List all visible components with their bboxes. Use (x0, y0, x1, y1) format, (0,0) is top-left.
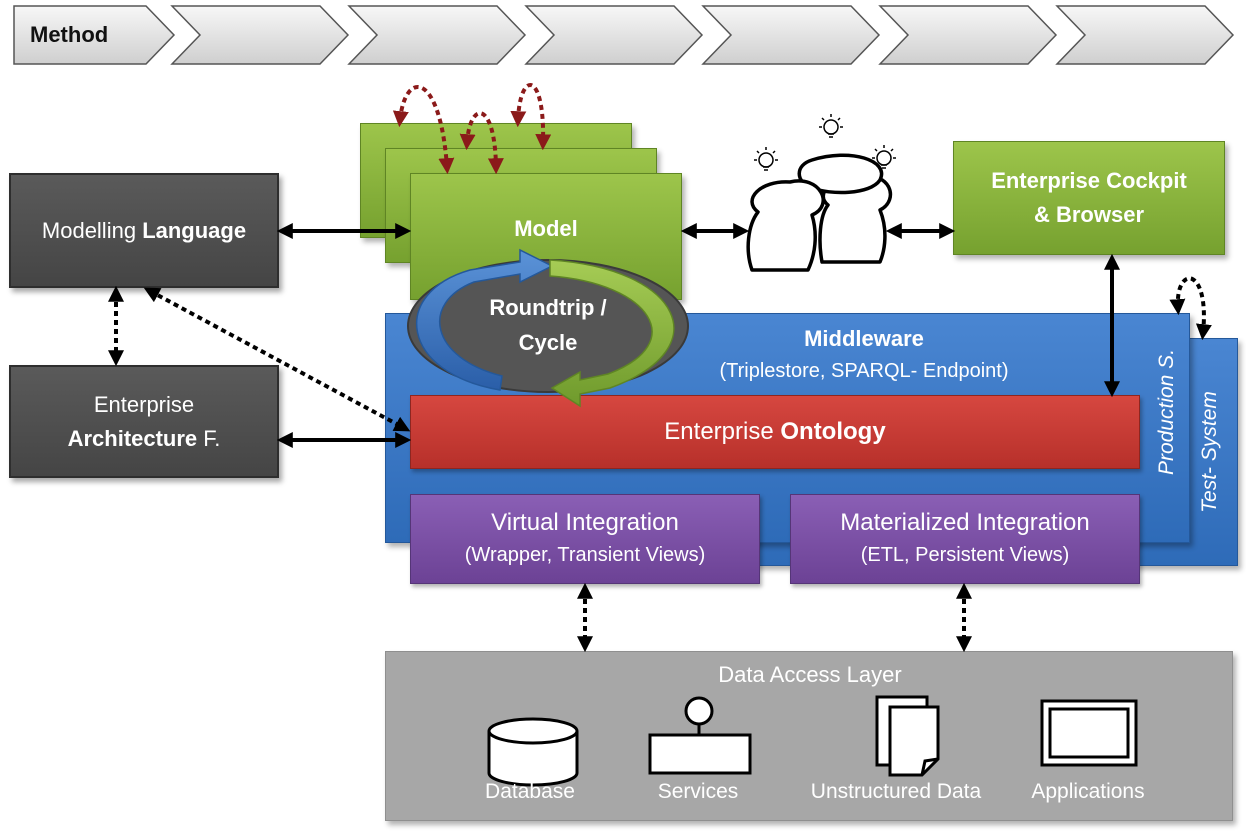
method-chevron (347, 5, 527, 65)
stakeholders-icon (746, 153, 892, 272)
idea-bulb-icon (754, 147, 778, 171)
cockpit-line1: Enterprise Cockpit (991, 168, 1187, 193)
data-access-item-services: Services (657, 780, 739, 803)
method-chevron (701, 5, 881, 65)
enterprise-architecture-box: Enterprise Architecture F. (9, 365, 279, 478)
database-icon (487, 717, 579, 787)
idea-bulb-icon (872, 145, 896, 169)
materialized-integration-subtitle: (ETL, Persistent Views) (860, 544, 1070, 566)
virtual-integration-title: Virtual Integration (491, 509, 679, 536)
model-label: Model (514, 216, 578, 241)
data-access-item-database: Database (485, 780, 575, 803)
idea-bulb-icon (819, 114, 843, 138)
unstructured-data-icon (875, 695, 940, 777)
modelling-language-box: Modelling Language (9, 173, 279, 288)
cycle-line1: Roundtrip / (489, 295, 607, 320)
production-system-label: Production S. (1155, 348, 1178, 476)
applications-icon (1040, 699, 1138, 767)
cycle-line2: Cycle (518, 330, 578, 355)
materialized-integration-title: Materialized Integration (840, 509, 1090, 536)
cockpit-line2: & Browser (1033, 202, 1145, 227)
architecture-line1: Enterprise (93, 391, 195, 417)
method-chevron (170, 5, 350, 65)
method-chevron (878, 5, 1058, 65)
virtual-integration-box: Virtual Integration (Wrapper, Transient … (410, 494, 760, 584)
enterprise-ontology-bar: Enterprise Ontology (410, 395, 1140, 469)
language-plain: Modelling (41, 217, 137, 243)
cycle-green-arrow (549, 259, 675, 408)
method-chevron (524, 5, 704, 65)
data-access-item-applications: Applications (1031, 780, 1145, 803)
method-label: Method (30, 22, 108, 47)
ontology-bold: Ontology (780, 418, 886, 445)
virtual-integration-subtitle: (Wrapper, Transient Views) (464, 544, 706, 566)
language-bold: Language (142, 217, 247, 243)
materialized-integration-box: Materialized Integration (ETL, Persisten… (790, 494, 1140, 584)
data-access-icons (487, 695, 1138, 787)
ontology-plain: Enterprise (664, 418, 774, 445)
architecture-suffix: F. (203, 425, 221, 451)
test-system-label: Test- System (1198, 391, 1221, 513)
roundtrip-cycle (407, 248, 689, 408)
method-chevron (13, 5, 176, 65)
middleware-title: Middleware (804, 326, 924, 351)
services-icon (648, 696, 752, 775)
enterprise-cockpit-box: Enterprise Cockpit & Browser (953, 141, 1225, 255)
data-access-title: Data Access Layer (718, 662, 902, 687)
method-bar: Method (13, 5, 1235, 65)
data-access-item-unstructured-data: Unstructured Data (810, 780, 982, 803)
middleware-subtitle: (Triplestore, SPARQL- Endpoint) (719, 360, 1009, 382)
cycle-blue-arrow (416, 248, 554, 391)
method-chevron (1055, 5, 1235, 65)
architecture-bold: Architecture (67, 425, 198, 451)
